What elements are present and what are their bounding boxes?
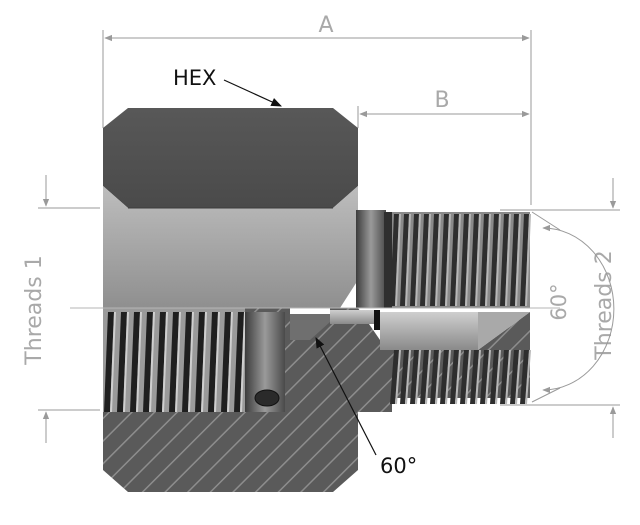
thread-highlight: [162, 311, 168, 413]
thread-highlight: [149, 311, 155, 413]
thread-highlight: [201, 311, 207, 413]
thread-ridge: [520, 350, 529, 404]
thread-ridge: [420, 350, 429, 404]
thread-highlight: [495, 213, 501, 307]
thread-ridge: [117, 312, 127, 412]
thread-highlight: [405, 349, 411, 405]
thread-highlight: [495, 349, 501, 405]
thread-ridge: [156, 312, 166, 412]
thread-highlight: [435, 349, 441, 405]
thread-highlight: [110, 311, 116, 413]
thread-highlight: [475, 213, 481, 307]
thread-ridge: [460, 350, 469, 404]
thread-highlight: [175, 311, 181, 413]
thread-ridge: [182, 312, 192, 412]
thread-ridge: [420, 214, 429, 306]
thread-highlight: [455, 349, 461, 405]
thread-highlight: [465, 349, 471, 405]
right-thread-stud: [356, 210, 531, 308]
hex-callout: HEX: [173, 66, 282, 107]
thread-highlight: [425, 213, 431, 307]
thread-highlight: [505, 213, 511, 307]
thread-highlight: [227, 311, 233, 413]
thread-highlight: [435, 213, 441, 307]
thread-ridge: [104, 312, 114, 412]
thread-ridge: [450, 214, 459, 306]
thread-ridge: [440, 350, 449, 404]
thread-ridge: [480, 214, 489, 306]
thread-ridge: [234, 312, 244, 412]
thread-highlight: [214, 311, 220, 413]
thread-highlight: [123, 311, 129, 413]
thread-ridge: [520, 214, 529, 306]
thread-ridge: [490, 350, 499, 404]
thread-ridge: [208, 312, 218, 412]
thread-ridge: [195, 312, 205, 412]
thread-highlight: [415, 349, 421, 405]
thread-highlight: [515, 213, 521, 307]
thread-ridge: [440, 214, 449, 306]
dimension-b-label: B: [434, 88, 449, 113]
cone-angle-label: 60°: [380, 454, 417, 478]
thread-highlight: [188, 311, 194, 413]
thread-ridge: [130, 312, 140, 412]
thread-ridge: [450, 350, 459, 404]
thread-highlight: [515, 349, 521, 405]
thread-highlight: [405, 213, 411, 307]
thread-highlight: [455, 213, 461, 307]
thread-highlight: [395, 213, 401, 307]
thread-ridge: [500, 214, 509, 306]
threads-2-dimension: Threads 2: [500, 178, 620, 438]
thread-highlight: [485, 349, 491, 405]
dimension-b: B: [357, 88, 530, 128]
thread-highlight: [445, 213, 451, 307]
section-view: [103, 308, 531, 492]
thread-ridge: [510, 350, 519, 404]
thread-ridge: [410, 350, 419, 404]
thread-highlight: [445, 349, 451, 405]
dimension-a: A: [102, 13, 532, 205]
thread-highlight: [525, 349, 531, 405]
thread-highlight: [136, 311, 142, 413]
thread-ridge: [221, 312, 231, 412]
thread-ridge: [400, 214, 409, 306]
thread-angle-dimension: 60°: [531, 211, 615, 403]
thread-ridge: [480, 350, 489, 404]
thread-ridge: [430, 214, 439, 306]
thread-ridge: [400, 350, 409, 404]
threads-1-dimension: Threads 1: [22, 175, 100, 443]
thread-highlight: [425, 349, 431, 405]
thread-ridge: [470, 350, 479, 404]
threads-2-label: Threads 2: [592, 250, 617, 360]
thread-ridge: [390, 214, 399, 306]
threads-1-label: Threads 1: [22, 255, 47, 365]
thread-highlight: [240, 311, 246, 413]
thread-ridge: [510, 214, 519, 306]
thread-ridge: [470, 214, 479, 306]
thread-ridge: [430, 350, 439, 404]
thread-ridge: [500, 350, 509, 404]
thread-ridge: [490, 214, 499, 306]
thread-highlight: [525, 213, 531, 307]
thread-highlight: [415, 213, 421, 307]
thread-highlight: [465, 213, 471, 307]
hex-label: HEX: [173, 66, 216, 90]
thread-ridge: [143, 312, 153, 412]
thread-highlight: [485, 213, 491, 307]
hex-body: [103, 108, 358, 308]
dimension-a-label: A: [318, 13, 333, 38]
thread-highlight: [395, 349, 401, 405]
thread-ridge: [390, 350, 399, 404]
thread-ridge: [460, 214, 469, 306]
cone-angle-callout: 60°: [315, 337, 417, 478]
thread-ridge: [169, 312, 179, 412]
thread-highlight: [505, 349, 511, 405]
thread-ridge: [410, 214, 419, 306]
thread-angle-label: 60°: [547, 283, 571, 320]
thread-highlight: [475, 349, 481, 405]
